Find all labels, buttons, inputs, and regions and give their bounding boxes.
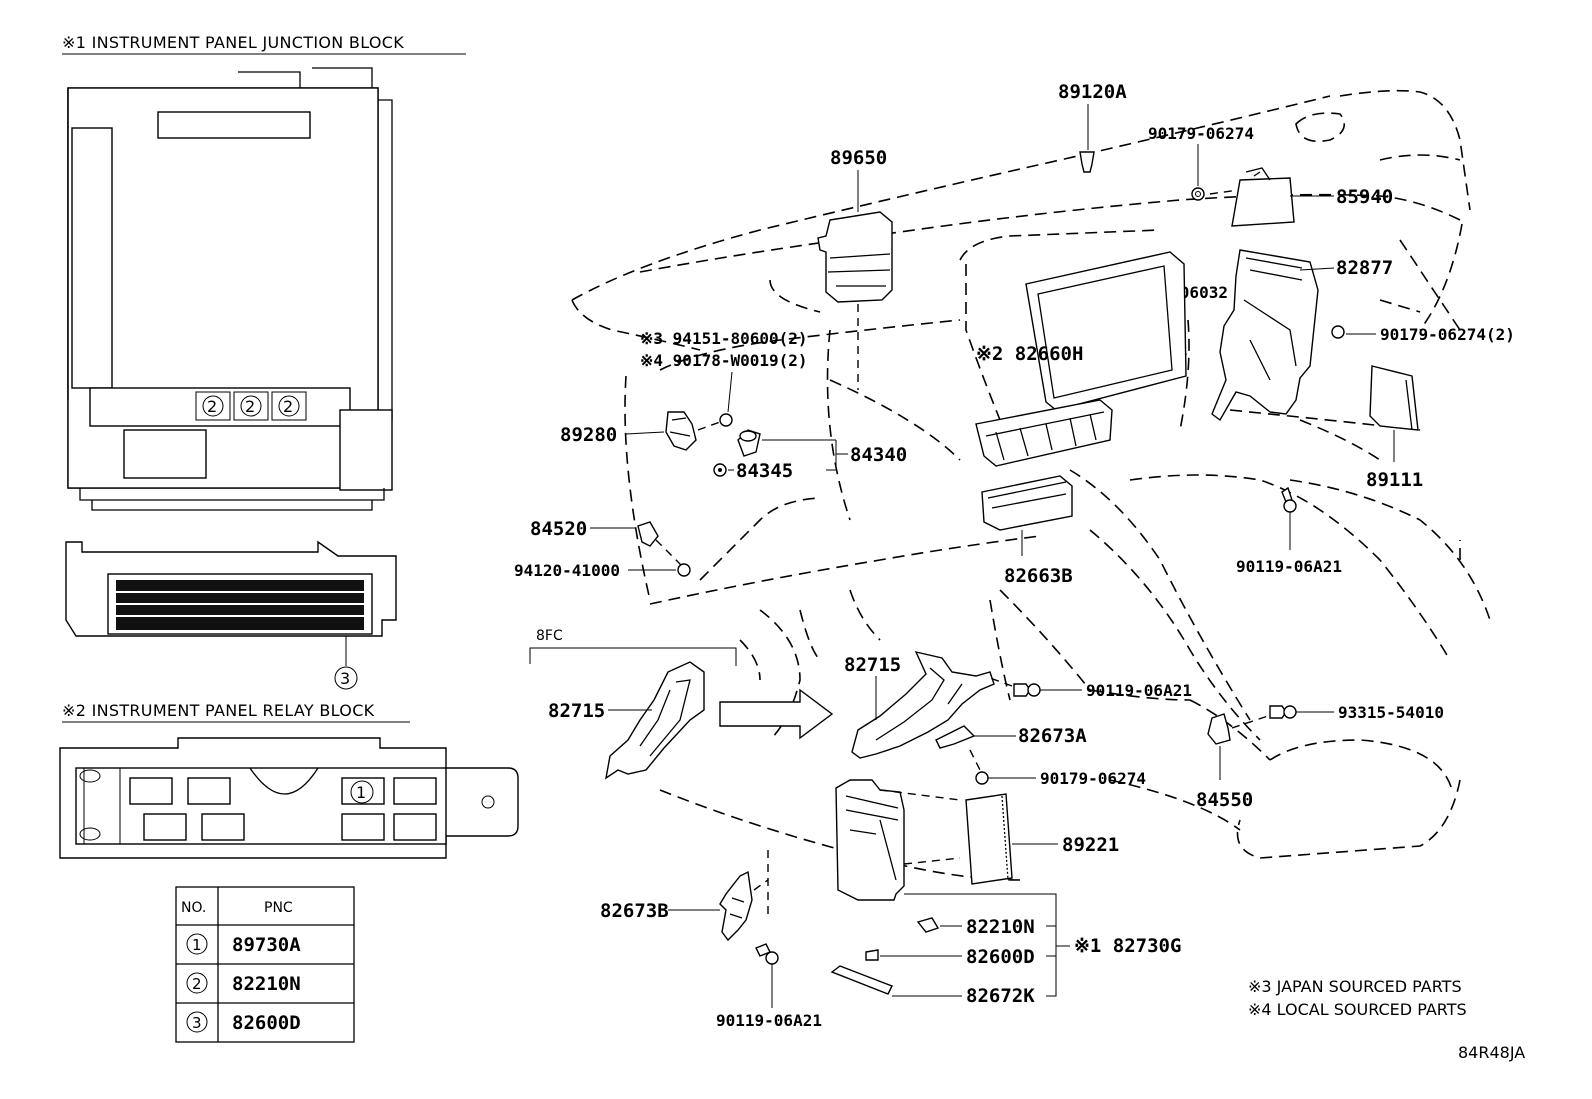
label-90179-06274-top: 90179-06274 bbox=[1148, 124, 1254, 143]
dashboard-outline bbox=[571, 89, 1491, 881]
part-90119-06a21-bolt-mid bbox=[989, 677, 1082, 697]
label-90179-06274-2: 90179-06274(2) bbox=[1380, 325, 1515, 344]
label-94151-80600: ※3 94151-80600(2) bbox=[640, 329, 808, 348]
note-local-sourced: ※4 LOCAL SOURCED PARTS bbox=[1248, 1000, 1467, 1019]
part-85940-module bbox=[1209, 167, 1334, 227]
label-89280: 89280 bbox=[560, 424, 617, 446]
part-90119-06a21-bolt-bottom bbox=[755, 943, 779, 1008]
label-82672k: 82672K bbox=[966, 985, 1035, 1007]
callout-2-b: 2 bbox=[245, 397, 255, 416]
part-82715-bracket-left bbox=[605, 661, 705, 780]
label-85940: 85940 bbox=[1336, 186, 1393, 208]
table-row-2-no: 2 bbox=[192, 975, 202, 993]
table-row-1-pnc: 89730A bbox=[232, 934, 301, 956]
label-90119-06a21-mid: 90119-06A21 bbox=[1086, 681, 1192, 700]
junction-block-side-view bbox=[65, 540, 397, 690]
label-90119-06a21-bottom: 90119-06A21 bbox=[716, 1011, 822, 1030]
callout-3: 3 bbox=[340, 669, 350, 688]
label-82663b: 82663B bbox=[1004, 565, 1073, 587]
label-89111: 89111 bbox=[1366, 469, 1423, 491]
part-90119-06a21-bolt-right bbox=[1281, 486, 1297, 550]
label-82715-mid: 82715 bbox=[844, 654, 901, 676]
callout-2-a: 2 bbox=[207, 397, 217, 416]
label-93315-54010: 93315-54010 bbox=[1338, 703, 1444, 722]
part-84345-switch bbox=[713, 463, 836, 477]
part-82673b-bracket bbox=[668, 850, 769, 942]
label-82673b: 82673B bbox=[600, 900, 669, 922]
table-header-pnc: PNC bbox=[264, 900, 293, 916]
part-89280-sensor bbox=[625, 411, 721, 451]
part-82715-bracket-mid bbox=[851, 650, 995, 759]
part-82663b-box bbox=[981, 475, 1073, 556]
relay-block-drawing bbox=[59, 737, 519, 859]
label-82660h: ※2 82660H bbox=[976, 343, 1083, 365]
junction-block-header: ※1 INSTRUMENT PANEL JUNCTION BLOCK bbox=[62, 33, 404, 52]
label-82600d: 82600D bbox=[966, 946, 1035, 968]
part-89120a-clip bbox=[1079, 104, 1095, 173]
callout-1: 1 bbox=[356, 783, 366, 802]
part-82730g-junction-block bbox=[835, 779, 961, 901]
table-row-3-pnc: 82600D bbox=[232, 1012, 301, 1034]
diagram-code: 84R48JA bbox=[1458, 1043, 1525, 1062]
note-japan-sourced: ※3 JAPAN SOURCED PARTS bbox=[1248, 977, 1462, 996]
part-90179-06274-nut-right bbox=[1331, 325, 1376, 339]
part-84340-switch bbox=[737, 429, 848, 470]
direction-arrow bbox=[719, 688, 834, 740]
label-90178-w0019: ※4 90178-W0019(2) bbox=[640, 351, 808, 370]
label-82673a: 82673A bbox=[1018, 725, 1087, 747]
part-84520-socket bbox=[590, 521, 683, 567]
label-89650: 89650 bbox=[830, 147, 887, 169]
label-90179-06274-low: 90179-06274 bbox=[1040, 769, 1146, 788]
part-82672k-cover bbox=[830, 965, 962, 997]
label-90119-06a21-right: 90119-06A21 bbox=[1236, 557, 1342, 576]
part-82660h-relay-block bbox=[975, 399, 1113, 467]
table-row-2-pnc: 82210N bbox=[232, 973, 301, 995]
table-row-3-no: 3 bbox=[192, 1014, 202, 1032]
part-89650-column bbox=[817, 170, 893, 390]
junction-block-front-view bbox=[67, 67, 393, 511]
part-89221-ecu bbox=[965, 793, 1058, 885]
label-89221: 89221 bbox=[1062, 834, 1119, 856]
part-90179-06274-nut-low bbox=[969, 749, 1036, 785]
part-94120-41000-nut bbox=[628, 563, 691, 577]
label-82210n: 82210N bbox=[966, 916, 1035, 938]
label-84520: 84520 bbox=[530, 518, 587, 540]
label-82715-left: 82715 bbox=[548, 700, 605, 722]
label-82730g: ※1 82730G bbox=[1074, 935, 1181, 957]
part-82877-bracket bbox=[1211, 249, 1335, 422]
part-94151-nut bbox=[719, 371, 733, 427]
bracket-8fc bbox=[529, 647, 737, 666]
part-82673a-bracket bbox=[935, 725, 1016, 749]
label-84345: 84345 bbox=[736, 460, 793, 482]
part-93315-54010-bolt bbox=[1269, 705, 1334, 719]
label-94120-41000: 94120-41000 bbox=[514, 561, 620, 580]
table-header-no: NO. bbox=[181, 900, 206, 916]
part-82600d-relay bbox=[865, 949, 962, 961]
bracket-82730g bbox=[904, 893, 1070, 997]
label-8fc: 8FC bbox=[536, 628, 563, 644]
pnc-table bbox=[175, 886, 355, 1043]
relay-block-header: ※2 INSTRUMENT PANEL RELAY BLOCK bbox=[62, 701, 375, 720]
part-display-screen bbox=[1025, 251, 1187, 411]
label-84340: 84340 bbox=[850, 444, 907, 466]
part-84550-switch bbox=[1207, 713, 1269, 780]
part-89111-module bbox=[1369, 365, 1419, 462]
part-90179-06274-nut-top bbox=[1191, 144, 1205, 201]
table-row-1-no: 1 bbox=[192, 936, 202, 954]
callout-2-c: 2 bbox=[283, 397, 293, 416]
part-82210n-fuse bbox=[916, 917, 962, 933]
label-89120a: 89120A bbox=[1058, 81, 1127, 103]
connector-grid bbox=[116, 580, 364, 630]
label-84550: 84550 bbox=[1196, 789, 1253, 811]
label-82877: 82877 bbox=[1336, 257, 1393, 279]
